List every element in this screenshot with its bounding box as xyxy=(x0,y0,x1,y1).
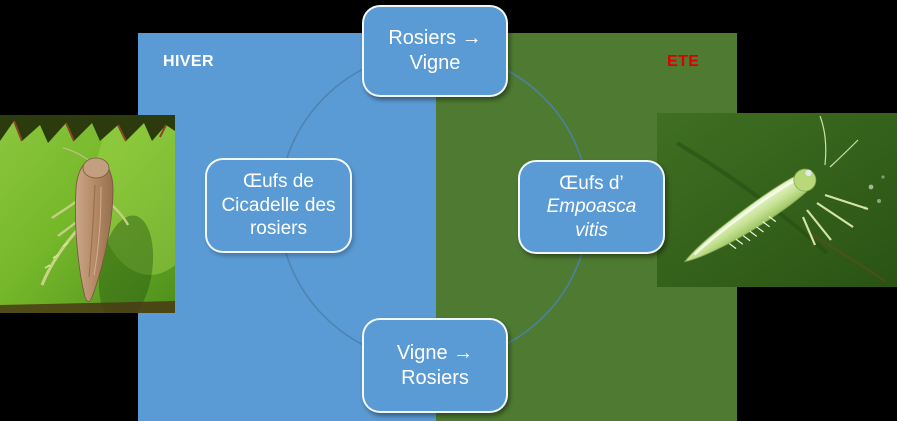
rose-leafhopper-photo xyxy=(0,115,175,313)
node-rosiers-to-vigne: Rosiers → Vigne xyxy=(362,5,508,97)
node-line: Œufs d’ xyxy=(559,172,624,194)
node-vigne-to-rosiers: Vigne → Rosiers xyxy=(362,318,508,413)
node-oeufs-empoasca: Œufs d’ Empoasca vitis xyxy=(518,160,665,254)
node-line: Empoasca xyxy=(546,196,637,218)
node-line: Rosiers xyxy=(401,366,469,389)
node-line: Cicadelle des xyxy=(221,194,336,216)
node-line: Œufs de xyxy=(243,171,314,193)
node-line: vitis xyxy=(575,219,608,241)
node-line: rosiers xyxy=(249,218,307,240)
summer-label: ETE xyxy=(667,53,700,70)
node-line: Rosiers → xyxy=(388,27,482,50)
node-oeufs-cicadelle: Œufs de Cicadelle des rosiers xyxy=(205,158,352,253)
empoasca-vitis-photo xyxy=(657,113,897,287)
node-line: Vigne → xyxy=(396,341,474,364)
winter-label: HIVER xyxy=(163,53,214,70)
node-line: Vigne xyxy=(409,52,461,74)
